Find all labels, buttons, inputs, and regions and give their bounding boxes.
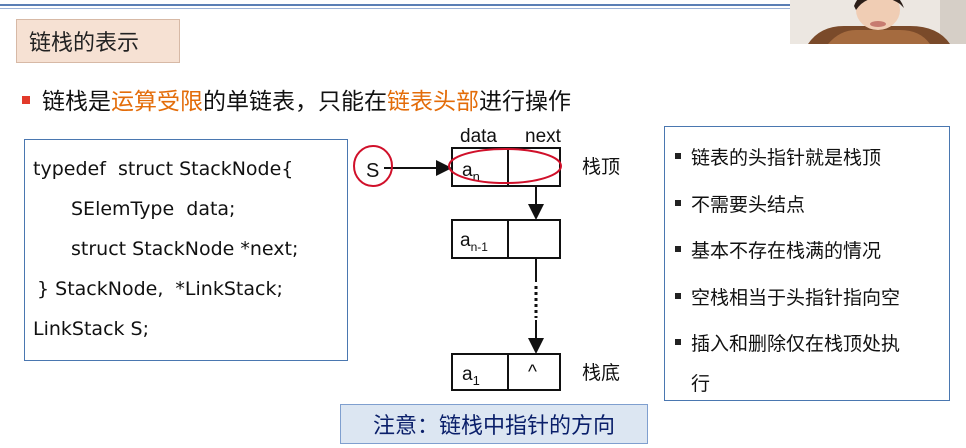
property-item-1: 链表的头指针就是栈顶 bbox=[675, 143, 881, 170]
bullet-square-icon bbox=[675, 152, 681, 159]
bullet-part-3: 进行操作 bbox=[479, 89, 571, 115]
slide-title-text: 链栈的表示 bbox=[29, 31, 140, 56]
bullet-square-icon bbox=[675, 199, 681, 206]
node-second-label: an-1 bbox=[460, 230, 488, 254]
property-item-3: 基本不存在栈满的情况 bbox=[675, 236, 881, 263]
property-text-1: 链表的头指针就是栈顶 bbox=[691, 147, 882, 169]
code-line-3: struct StackNode *next; bbox=[71, 238, 299, 260]
pointer-s-label: S bbox=[366, 160, 379, 182]
bullet-square-icon bbox=[675, 245, 681, 252]
note-text: 注意：链栈中指针的方向 bbox=[372, 414, 615, 439]
webcam-video-overlay bbox=[790, 0, 966, 44]
header-next-label: next bbox=[525, 126, 562, 147]
slide-title: 链栈的表示 bbox=[16, 19, 180, 63]
properties-box: 链表的头指针就是栈顶 不需要头结点 基本不存在栈满的情况 空栈相当于头指针指向空… bbox=[664, 126, 950, 401]
property-text-2: 不需要头结点 bbox=[691, 194, 806, 216]
property-item-5-cont: 行 bbox=[691, 369, 710, 396]
bullet-part-2: 的单链表，只能在 bbox=[203, 89, 387, 115]
bullet-square-icon bbox=[675, 292, 681, 299]
header-rule bbox=[0, 4, 800, 6]
header-data-label: data bbox=[460, 126, 497, 147]
node-top-base: a bbox=[462, 160, 473, 181]
bullet-square-icon bbox=[22, 95, 30, 104]
code-line-2: SElemType data; bbox=[71, 198, 236, 220]
presenter-image bbox=[790, 0, 966, 44]
bullet-square-icon bbox=[675, 338, 681, 345]
property-item-2: 不需要头结点 bbox=[675, 190, 805, 217]
main-bullet: 链栈是运算受限的单链表，只能在链表头部进行操作 bbox=[22, 82, 571, 116]
node-bottom-sub: 1 bbox=[473, 373, 480, 388]
bullet-part-1: 链栈是 bbox=[42, 89, 111, 115]
property-text-3: 基本不存在栈满的情况 bbox=[691, 240, 882, 262]
property-item-4: 空栈相当于头指针指向空 bbox=[675, 283, 900, 310]
bullet-highlight-1: 运算受限 bbox=[111, 89, 203, 115]
node-second-base: a bbox=[460, 230, 471, 251]
property-text-4: 空栈相当于头指针指向空 bbox=[691, 287, 901, 309]
code-line-4: } StackNode, *LinkStack; bbox=[37, 278, 283, 300]
note-banner: 注意：链栈中指针的方向 bbox=[340, 404, 648, 444]
node-top-sub: n bbox=[473, 169, 480, 184]
header-rule-thin bbox=[0, 8, 800, 9]
code-line-1: typedef struct StackNode{ bbox=[33, 158, 294, 180]
node-bottom: a1 ^ bbox=[451, 353, 561, 391]
annotation-circle-node-top bbox=[448, 148, 562, 184]
stack-bottom-label: 栈底 bbox=[582, 362, 620, 384]
property-text-6: 行 bbox=[691, 373, 711, 395]
code-line-5: LinkStack S; bbox=[33, 318, 150, 340]
node-bottom-base: a bbox=[462, 364, 473, 385]
null-pointer-mark: ^ bbox=[528, 362, 537, 383]
node-bottom-box bbox=[451, 353, 561, 391]
property-item-5: 插入和删除仅在栈顶处执 bbox=[675, 329, 900, 356]
node-bottom-label: a1 bbox=[462, 364, 480, 388]
stack-top-label: 栈顶 bbox=[582, 156, 620, 178]
node-second: an-1 bbox=[451, 219, 561, 259]
annotation-circle-s bbox=[353, 145, 393, 187]
node-second-sub: n-1 bbox=[471, 240, 489, 254]
node-top-label: an bbox=[462, 160, 480, 184]
bullet-highlight-2: 链表头部 bbox=[387, 89, 479, 115]
node-second-box bbox=[451, 219, 561, 259]
property-text-5: 插入和删除仅在栈顶处执 bbox=[691, 333, 901, 355]
code-box: typedef struct StackNode{ SElemType data… bbox=[24, 139, 348, 361]
